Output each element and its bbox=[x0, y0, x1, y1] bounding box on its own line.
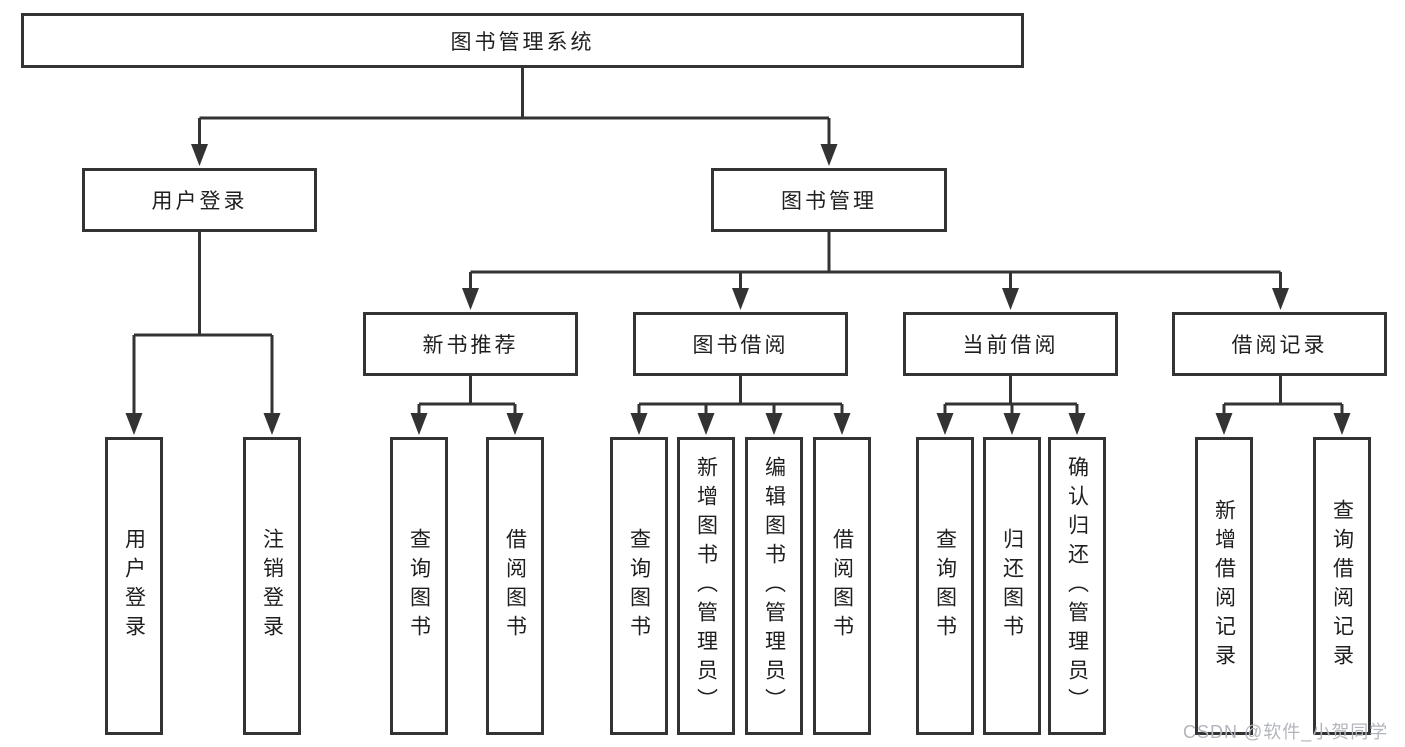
arrow-icon bbox=[936, 413, 954, 435]
node-label: 新增图书（管理员） bbox=[694, 455, 718, 717]
arrow-icon bbox=[1215, 413, 1233, 435]
leaf-logout: 注销登录 bbox=[243, 437, 301, 735]
arrow-icon bbox=[263, 413, 281, 435]
arrow-icon bbox=[506, 413, 524, 435]
leaf-bookborrow-edit-books-admin: 编辑图书（管理员） bbox=[745, 437, 803, 735]
leaf-newbooks-borrow-books: 借阅图书 bbox=[486, 437, 544, 735]
node-label: 编辑图书（管理员） bbox=[762, 455, 786, 717]
node-label: 注销登录 bbox=[260, 528, 284, 644]
leaf-bookborrow-add-books-admin: 新增图书（管理员） bbox=[677, 437, 735, 735]
node-label: 查询图书 bbox=[627, 528, 651, 644]
leaf-current-query-books: 查询图书 bbox=[916, 437, 974, 735]
node-current-borrow: 当前借阅 bbox=[903, 312, 1118, 376]
node-label: 图书管理 bbox=[781, 190, 877, 213]
leaf-current-return-books: 归还图书 bbox=[983, 437, 1041, 735]
node-label: 图书管理系统 bbox=[450, 30, 595, 54]
leaf-bookborrow-query-books: 查询图书 bbox=[610, 437, 668, 735]
arrow-icon bbox=[765, 413, 783, 435]
leaf-current-confirm-return-admin: 确认归还（管理员） bbox=[1048, 437, 1106, 735]
node-label: 用户登录 bbox=[151, 190, 248, 213]
node-label: 查询图书 bbox=[407, 528, 431, 644]
arrow-icon bbox=[1272, 288, 1289, 310]
node-book-management: 图书管理 bbox=[711, 168, 947, 232]
leaf-user-login: 用户登录 bbox=[105, 437, 163, 735]
arrow-icon bbox=[1002, 288, 1019, 310]
leaf-records-add-record: 新增借阅记录 bbox=[1195, 437, 1253, 735]
node-user-login: 用户登录 bbox=[82, 168, 317, 232]
arrow-icon bbox=[820, 144, 838, 166]
node-label: 查询图书 bbox=[933, 528, 957, 644]
arrow-icon bbox=[1003, 413, 1021, 435]
watermark: CSDN @软件_小贺同学 bbox=[1183, 722, 1389, 742]
node-label: 借阅图书 bbox=[503, 528, 527, 644]
arrow-icon bbox=[732, 288, 749, 310]
arrow-icon bbox=[1068, 413, 1086, 435]
arrow-icon bbox=[462, 288, 479, 310]
arrow-icon bbox=[833, 413, 851, 435]
node-root-system: 图书管理系统 bbox=[21, 13, 1024, 68]
node-label: 图书借阅 bbox=[692, 334, 789, 357]
node-label: 归还图书 bbox=[1000, 528, 1024, 644]
leaf-bookborrow-borrow-books: 借阅图书 bbox=[813, 437, 871, 735]
node-new-book-recommend: 新书推荐 bbox=[363, 312, 578, 376]
arrow-icon bbox=[1333, 413, 1351, 435]
node-label: 借阅图书 bbox=[830, 528, 854, 644]
arrow-icon bbox=[125, 413, 143, 435]
node-label: 当前借阅 bbox=[962, 334, 1059, 357]
leaf-newbooks-query-books: 查询图书 bbox=[390, 437, 448, 735]
arrow-icon bbox=[697, 413, 715, 435]
leaf-records-query-record: 查询借阅记录 bbox=[1313, 437, 1371, 735]
node-label: 确认归还（管理员） bbox=[1065, 455, 1089, 717]
node-label: 新书推荐 bbox=[422, 334, 519, 357]
node-label: 借阅记录 bbox=[1231, 334, 1328, 357]
arrow-icon bbox=[410, 413, 428, 435]
node-label: 用户登录 bbox=[122, 528, 146, 644]
arrow-icon bbox=[191, 144, 208, 166]
node-label: 查询借阅记录 bbox=[1330, 499, 1354, 673]
node-borrow-records: 借阅记录 bbox=[1172, 312, 1387, 376]
arrow-icon bbox=[630, 413, 648, 435]
node-label: 新增借阅记录 bbox=[1212, 499, 1236, 673]
node-book-borrow: 图书借阅 bbox=[633, 312, 848, 376]
